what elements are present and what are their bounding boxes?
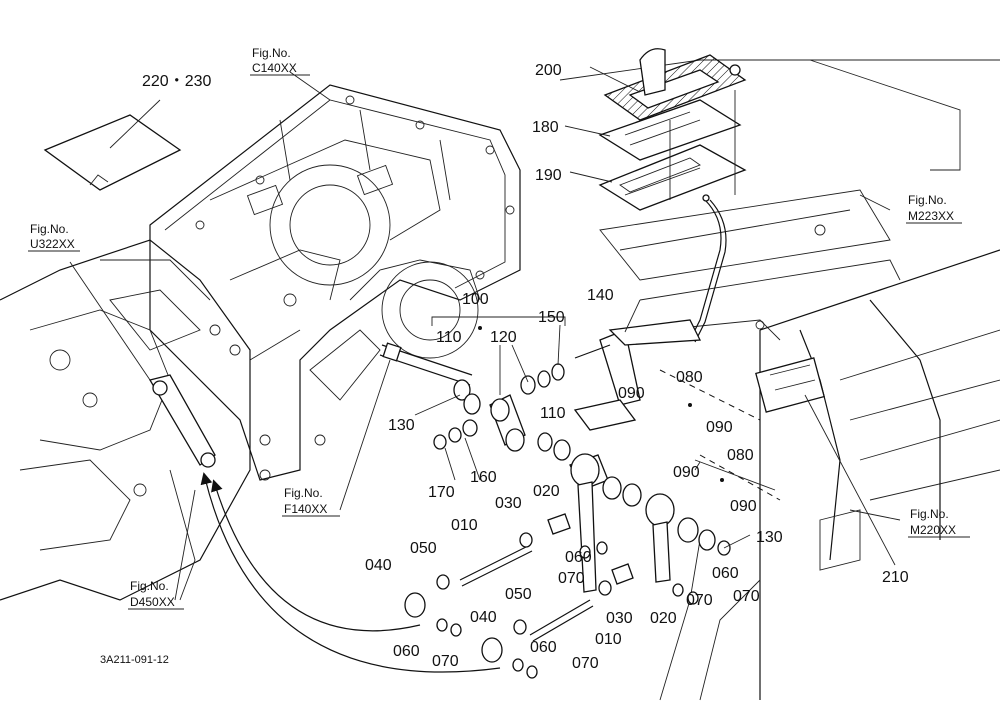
- part-label: 170: [428, 484, 455, 501]
- gasket-plates-drawing: [598, 48, 747, 343]
- part-label: 090: [618, 385, 645, 402]
- part-label: 110: [436, 329, 462, 346]
- leader-lines: [69, 66, 901, 601]
- part-label: 060: [530, 639, 557, 656]
- left-housing-drawing: [0, 239, 251, 601]
- marker-dot: [720, 478, 724, 482]
- part-label: 030: [495, 495, 522, 512]
- drawing-code: 3A211-091-12: [100, 654, 169, 666]
- part-label: 140: [587, 287, 614, 304]
- part-label: 020: [650, 610, 677, 627]
- part-label: 060: [712, 565, 739, 582]
- svg-text:Fig.No.: Fig.No.: [252, 46, 291, 60]
- svg-text:Fig.No.: Fig.No.: [908, 193, 947, 207]
- part-label: 110: [540, 405, 566, 422]
- svg-text:U322XX: U322XX: [30, 237, 75, 251]
- part-label: 030: [606, 610, 633, 627]
- part-label: 070: [432, 653, 459, 670]
- part-label: 160: [470, 469, 497, 486]
- part-label: 080: [676, 369, 703, 386]
- guide-lines: [431, 316, 781, 501]
- fig-ref-f140: Fig.No. F140XX: [282, 486, 340, 517]
- svg-text:M220XX: M220XX: [910, 523, 956, 537]
- part-label: 180: [532, 119, 559, 136]
- part-label: 120: [490, 329, 517, 346]
- part-label: 130: [756, 529, 783, 546]
- svg-text:Fig.No.: Fig.No.: [130, 579, 169, 593]
- part-label: 090: [673, 464, 700, 481]
- fig-ref-u322: Fig.No. U322XX: [28, 222, 80, 252]
- part-label: 220・230: [142, 73, 211, 90]
- fig-ref-c140: Fig.No. C140XX: [250, 46, 310, 76]
- transmission-case-drawing: [149, 84, 521, 481]
- part-label: 200: [535, 62, 562, 79]
- manual-booklet-drawing: [43, 114, 182, 191]
- part-label: 150: [538, 309, 565, 326]
- marker-dot: [688, 403, 692, 407]
- part-label: 070: [558, 570, 585, 587]
- svg-text:Fig.No.: Fig.No.: [30, 222, 69, 236]
- part-label: 090: [706, 419, 733, 436]
- part-label: 050: [505, 586, 532, 603]
- part-label: 040: [470, 609, 497, 626]
- part-label: 100: [462, 291, 489, 308]
- part-label: 210: [882, 569, 909, 586]
- part-label: 070: [686, 592, 713, 609]
- marker-dot: [478, 326, 482, 330]
- connection-arrows: [200, 472, 501, 673]
- fig-ref-m223: Fig.No. M223XX: [906, 193, 962, 224]
- svg-text:C140XX: C140XX: [252, 61, 297, 75]
- part-label: 070: [572, 655, 599, 672]
- shift-fork-assembly-drawing: [379, 319, 702, 461]
- part-label: 010: [595, 631, 622, 648]
- part-number-labels: 220・230 200 180 190 100 110 120 150 140 …: [142, 62, 909, 672]
- part-label: 060: [393, 643, 420, 660]
- part-label: 020: [533, 483, 560, 500]
- part-label: 070: [733, 588, 760, 605]
- svg-text:M223XX: M223XX: [908, 209, 954, 223]
- part-label: 130: [388, 417, 415, 434]
- part-label: 090: [730, 498, 757, 515]
- part-label: 060: [565, 549, 592, 566]
- part-label: 080: [727, 447, 754, 464]
- shift-arm-assembly-drawing: [404, 453, 731, 679]
- part-label: 190: [535, 167, 562, 184]
- fig-ref-m220: Fig.No. M220XX: [908, 507, 970, 538]
- part-label: 050: [410, 540, 437, 557]
- svg-text:D450XX: D450XX: [130, 595, 175, 609]
- svg-text:F140XX: F140XX: [284, 502, 327, 516]
- svg-text:Fig.No.: Fig.No.: [284, 486, 323, 500]
- part-label: 010: [451, 517, 478, 534]
- fig-ref-d450: Fig.No. D450XX: [128, 579, 184, 610]
- part-label: 040: [365, 557, 392, 574]
- svg-text:Fig.No.: Fig.No.: [910, 507, 949, 521]
